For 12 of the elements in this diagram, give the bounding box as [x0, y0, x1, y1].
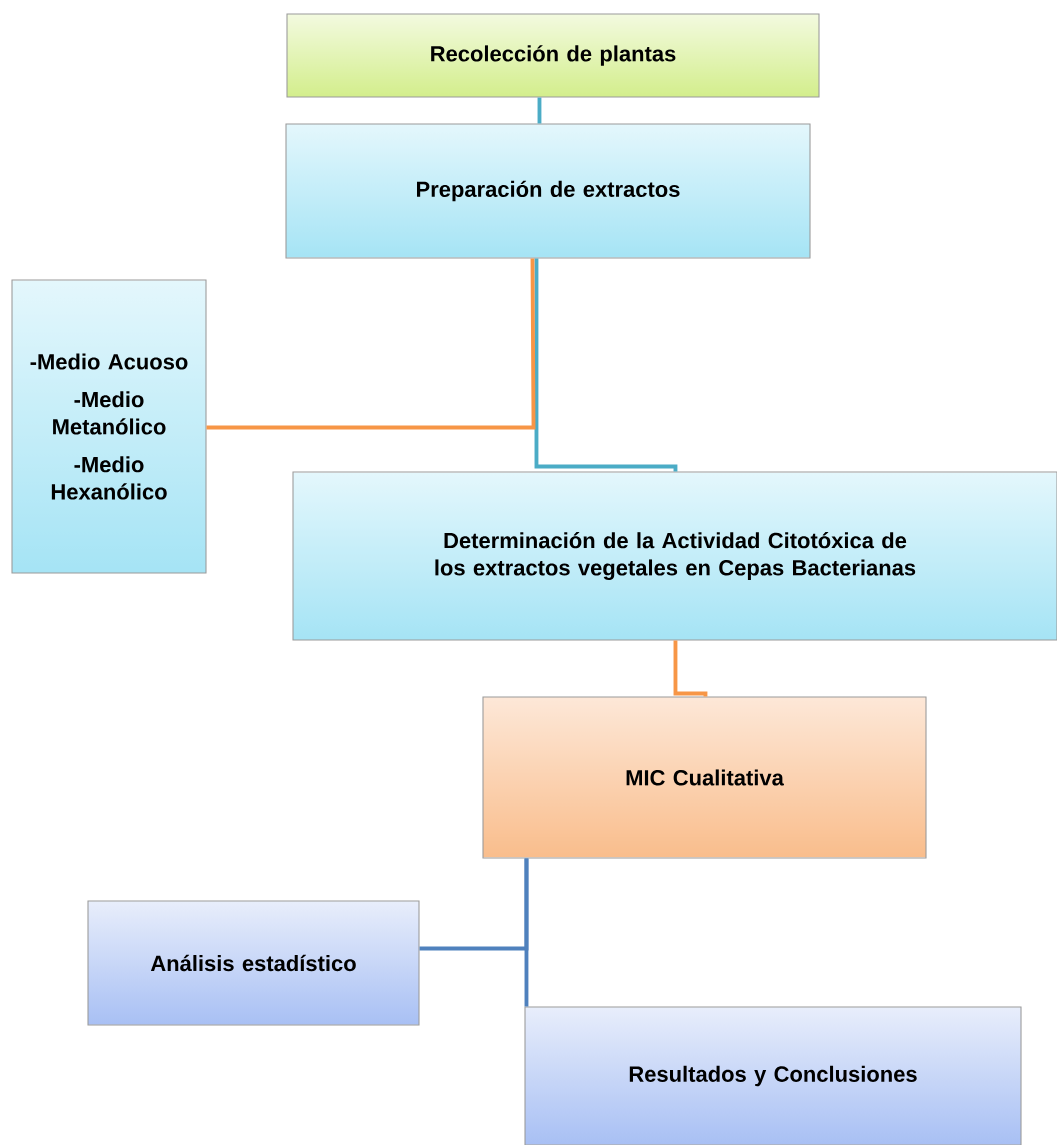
process-box: MIC Cualitativa — [482, 696, 927, 859]
connector-line — [534, 258, 678, 472]
connector-line — [524, 858, 529, 1007]
process-box: Resultados y Conclusiones — [524, 1006, 1022, 1145]
connector-line — [673, 640, 708, 697]
process-box: Recolección de plantas — [286, 13, 820, 98]
process-box: Análisis estadístico — [87, 900, 420, 1026]
process-box: Determinación de la Actividad Citotóxica de los extractos vegetales en Cepas Bacterianas — [292, 471, 1057, 641]
connector-line — [206, 258, 536, 430]
connector-line — [537, 97, 542, 124]
process-box: -Medio Acuoso -Medio Metanólico -Medio Hexanólico — [11, 279, 207, 574]
process-box: Preparación de extractos — [285, 123, 811, 259]
